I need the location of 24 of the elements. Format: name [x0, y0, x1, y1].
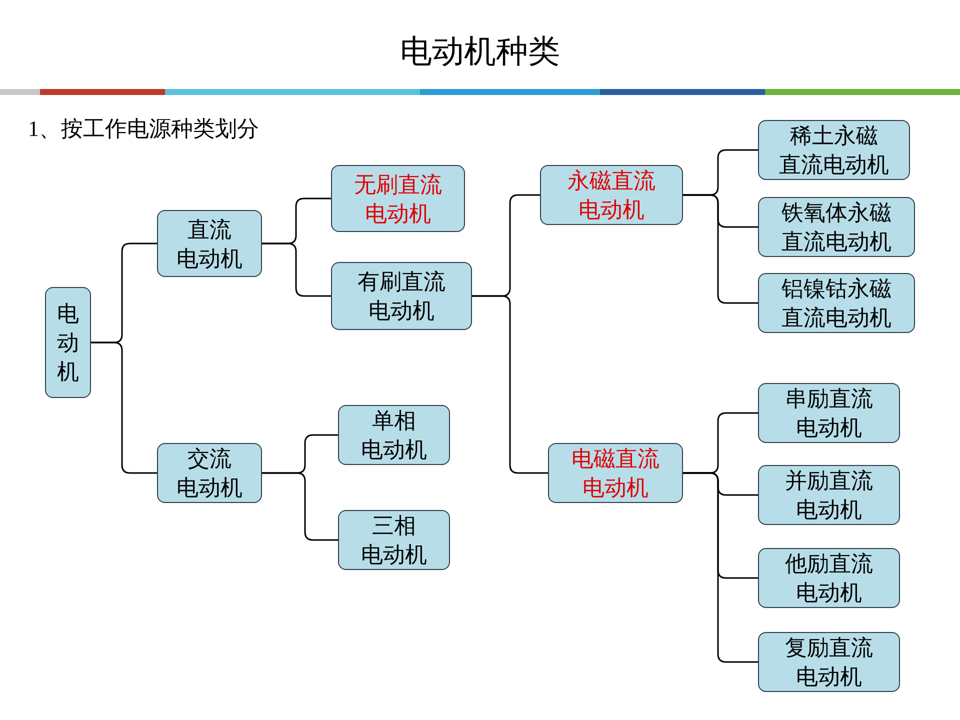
category-box: 无刷直流电动机	[331, 165, 465, 232]
category-box: 有刷直流电动机	[331, 262, 472, 330]
category-box: 直流电动机	[157, 210, 262, 277]
category-box: 并励直流电动机	[758, 465, 900, 525]
category-box: 单相电动机	[338, 405, 450, 465]
category-box: 电动机	[45, 287, 91, 398]
category-box: 铁氧体永磁直流电动机	[758, 197, 915, 257]
brace-connector	[683, 472, 758, 663]
section-heading: 1、按工作电源种类划分	[28, 115, 259, 143]
category-box: 永磁直流电动机	[540, 165, 683, 225]
brace-connector	[262, 242, 331, 297]
category-box: 他励直流电动机	[758, 548, 900, 608]
category-box: 稀土永磁直流电动机	[758, 120, 910, 180]
category-box: 交流电动机	[157, 443, 262, 503]
category-box: 复励直流电动机	[758, 632, 900, 692]
brace-connector	[91, 342, 157, 474]
title: 电动机种类	[399, 32, 561, 71]
brace-connector	[262, 472, 338, 541]
category-box: 三相电动机	[338, 510, 450, 570]
category-box: 电磁直流电动机	[548, 443, 683, 503]
brace-connector	[683, 194, 758, 304]
category-box: 铝镍钴永磁直流电动机	[758, 273, 915, 333]
category-box: 串励直流电动机	[758, 383, 900, 443]
brace-connector	[472, 295, 548, 474]
